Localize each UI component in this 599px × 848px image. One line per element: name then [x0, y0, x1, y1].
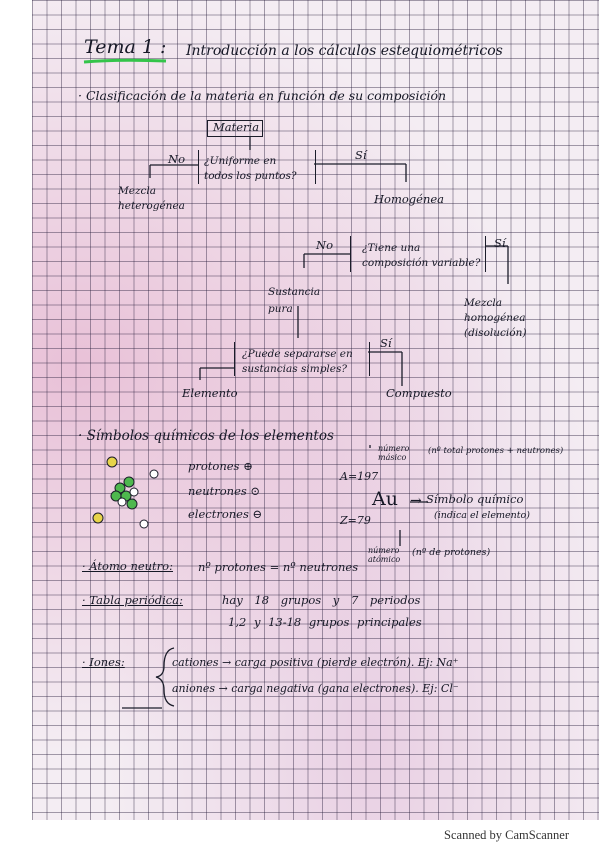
atomo-neutro-label: · Átomo neutro: [82, 559, 173, 573]
section2-heading: · Símbolos químicos de los elementos [78, 428, 334, 444]
branch-si-2: Sí [494, 236, 506, 250]
node-mezcla-homogenea: Mezcla homogénea (disolución) [464, 297, 527, 339]
note-atomico: (nº de protones) [412, 547, 491, 558]
q2-box [350, 236, 486, 272]
branch-no-2: No [316, 238, 333, 252]
note-masico: (nº total protones + neutrones) [428, 446, 564, 456]
symbol-arrow: → [410, 493, 422, 509]
node-homogenea: Homogénea [374, 192, 445, 206]
title-tema: Tema 1 [84, 36, 154, 58]
scanner-watermark: Scanned by CamScanner [444, 828, 569, 842]
legend-electrones: electrones ⊖ [188, 507, 263, 521]
tabla-line1: hay 18 grupos y 7 periodos [222, 593, 421, 607]
materia-box [207, 120, 263, 137]
iones-aniones: aniones → carga negativa (gana electrone… [172, 682, 459, 695]
notebook-page [32, 0, 599, 820]
note-indica-elemento: (indica el elemento) [434, 510, 530, 521]
tabla-line2: 1,2 y 13-18 grupos principales [228, 615, 422, 629]
question-separarse: ¿Puede separarse en sustancias simples? [242, 348, 353, 375]
tabla-label: · Tabla periódica: [82, 593, 183, 607]
node-elemento: Elemento [182, 386, 238, 400]
node-sustancia-pura: Sustancia pura [268, 286, 321, 315]
legend-neutrones: neutrones ⊙ [188, 484, 261, 498]
label-simbolo-quimico: Símbolo químico [426, 492, 524, 506]
branch-si-3: Sí [380, 336, 392, 350]
node-mezcla-heterogenea: Mezcla heterogénea [118, 185, 185, 212]
node-materia: Materia [213, 120, 260, 134]
node-compuesto: Compuesto [386, 386, 452, 400]
question-composicion-variable: ¿Tiene una composición variable? [362, 242, 481, 269]
title-rest: Introducción a los cálculos estequiométr… [186, 43, 503, 59]
iones-cationes: cationes → carga positiva (pierde electr… [172, 656, 459, 669]
q1-box [198, 150, 316, 184]
title-colon: : [160, 36, 167, 58]
question-uniforme: ¿Uniforme en todos los puntos? [204, 155, 297, 182]
atomo-neutro-text: nº protones = nº neutrones [198, 560, 359, 574]
section1-heading: · Clasificación de la materia en función… [78, 88, 447, 103]
q3-box [234, 342, 370, 376]
atom-drawing [92, 456, 159, 529]
legend-protones: protones ⊕ [188, 459, 253, 473]
iones-label: · Iones: [82, 655, 125, 669]
branch-si-1: Sí [355, 148, 367, 162]
branch-no-1: No [168, 152, 185, 166]
mass-number: A=197 [340, 470, 379, 483]
element-symbol: Au [372, 488, 398, 510]
label-numero-atomico: número atómico [368, 546, 401, 564]
atomic-number: Z=79 [340, 514, 371, 527]
label-numero-masico: número másico [378, 444, 410, 462]
